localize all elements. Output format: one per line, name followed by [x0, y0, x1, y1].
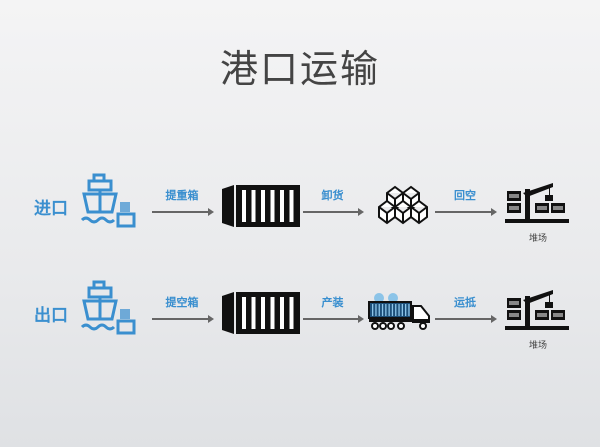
cargo-cubes-icon [378, 185, 428, 225]
ship-icon [80, 280, 136, 335]
step-label: 提空箱 [165, 296, 199, 309]
row-label: 出口 [34, 306, 68, 326]
destination-label: 堆场 [528, 234, 547, 244]
container-stack-icon [222, 292, 300, 334]
step-label: 运抵 [454, 296, 476, 309]
arrow-icon [152, 208, 214, 216]
row-label: 进口 [34, 199, 68, 219]
arrow-icon [435, 315, 497, 323]
page-title: 港口运输 [219, 47, 380, 91]
arrow-icon [303, 208, 364, 216]
step-label: 提重箱 [165, 189, 199, 202]
container-yard-crane-icon [505, 290, 569, 330]
step-label: 卸货 [321, 189, 344, 202]
destination-label: 堆场 [528, 341, 547, 351]
truck-icon [368, 293, 430, 330]
step-label: 回空 [454, 189, 476, 202]
arrow-icon [303, 315, 364, 323]
container-stack-icon [222, 185, 300, 227]
step-label: 产装 [321, 296, 344, 309]
container-yard-crane-icon [505, 183, 569, 223]
ship-icon [80, 173, 136, 228]
arrow-icon [435, 208, 497, 216]
arrow-icon [152, 315, 214, 323]
